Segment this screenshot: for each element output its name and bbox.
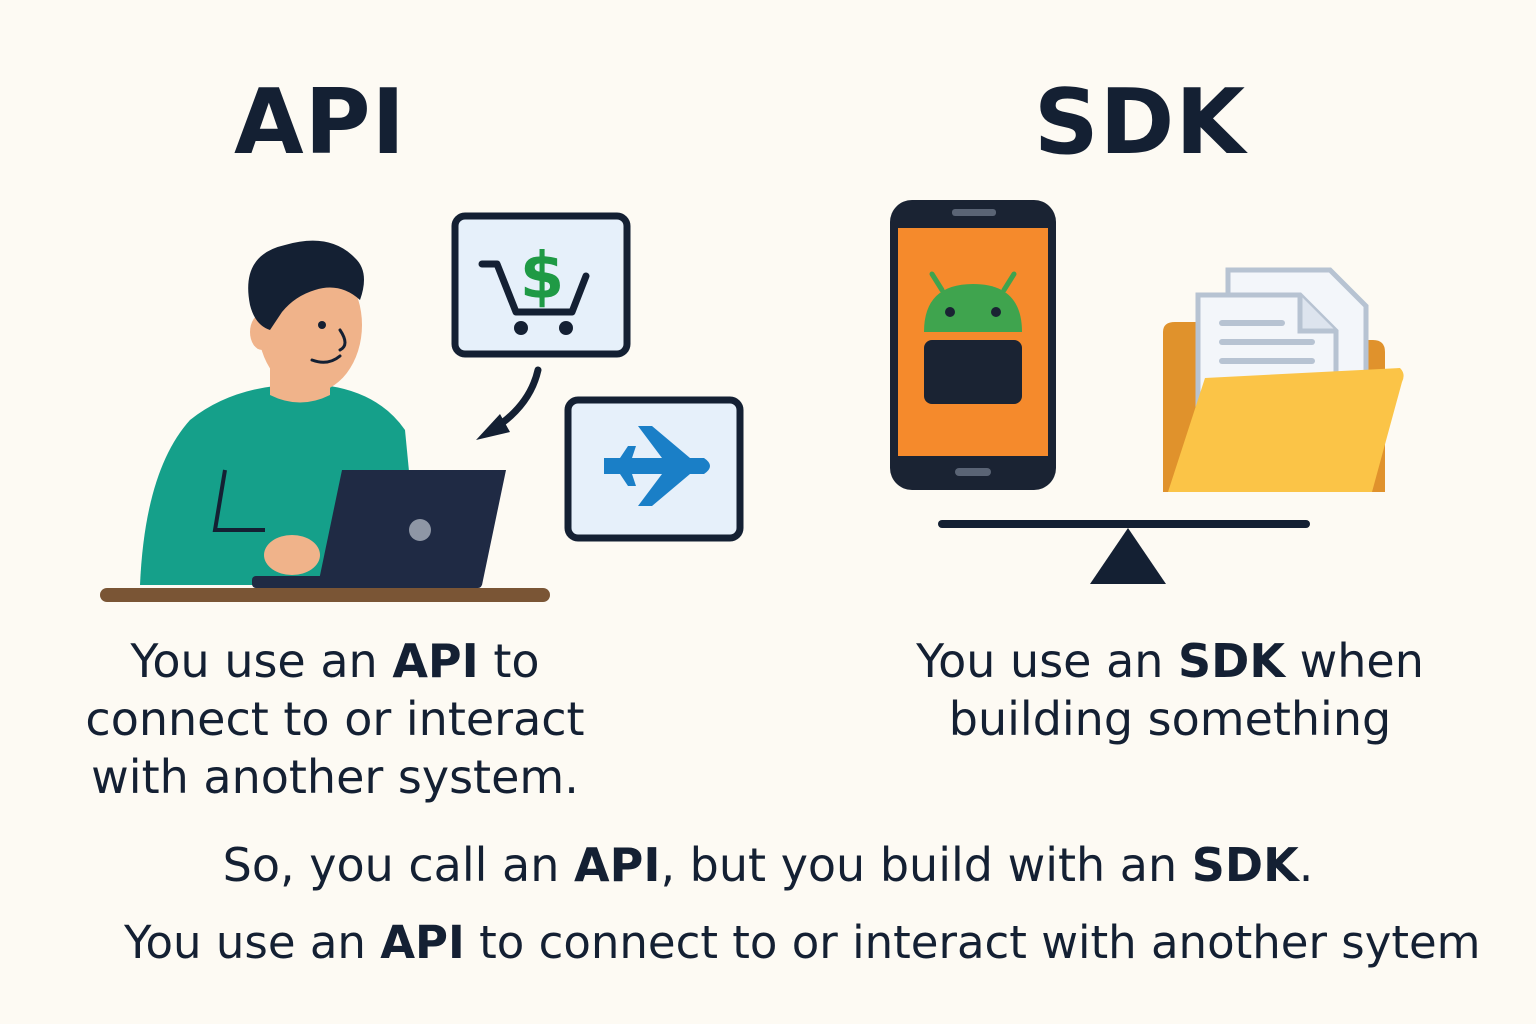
arrow-icon	[476, 366, 542, 440]
svg-text:$: $	[520, 240, 565, 314]
api-caption: You use an API to connect to or interact…	[85, 634, 585, 804]
airplane-card	[564, 396, 744, 542]
footer-line: You use an API to connect to or interact…	[124, 916, 1481, 969]
balance-scale	[938, 520, 1310, 584]
shopping-card: $	[451, 212, 631, 358]
laptop	[252, 470, 506, 588]
api-heading: API	[233, 70, 407, 175]
sdk-heading: SDK	[1033, 70, 1247, 175]
desk	[100, 588, 550, 602]
folder-documents-icon	[1163, 267, 1404, 492]
phone	[890, 200, 1056, 490]
android-robot-icon	[924, 271, 1022, 404]
shopping-cart-dollar-icon: $	[478, 240, 590, 335]
summary-line: So, you call an API, but you build with …	[222, 838, 1314, 892]
airplane-icon	[604, 426, 710, 506]
sdk-caption: You use an SDK when building something	[916, 634, 1424, 746]
